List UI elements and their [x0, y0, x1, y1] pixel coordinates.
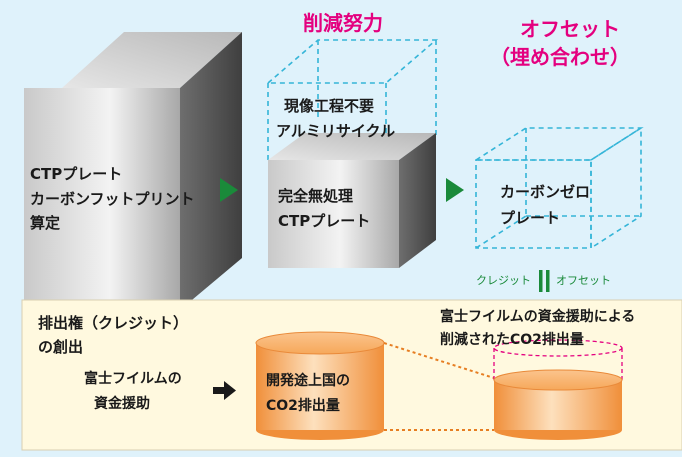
- offset-subheading: （埋め合わせ）: [490, 45, 630, 69]
- ctp-plate-label-2: CTPプレート: [278, 212, 371, 230]
- developing-country-label: 開発途上国の: [266, 373, 350, 389]
- equation-bar-right: [546, 270, 550, 292]
- reduction-solid-cube: [268, 133, 436, 268]
- connector-top-line: [383, 342, 495, 379]
- ctp-plate-cube: [24, 32, 242, 310]
- equation-bar-left: [539, 270, 543, 292]
- credit-creation-title-2: の創出: [38, 338, 84, 356]
- calculation-label: 算定: [30, 214, 61, 232]
- offset-heading: オフセット: [520, 17, 620, 41]
- reduced-by-funding-label: 富士フイルムの資金援助による: [440, 309, 636, 325]
- reduced-emissions-cylinder: [493, 339, 623, 440]
- carbon-footprint-label: カーボンフットプリント: [30, 190, 195, 208]
- aluminum-recycle-label: アルミリサイクル: [276, 122, 396, 140]
- no-development-label: 現像工程不要: [284, 97, 375, 115]
- funding-label-2: 資金援助: [94, 396, 150, 412]
- funding-label: 富士フイルムの: [84, 371, 182, 387]
- arrow-to-offset: [446, 178, 464, 202]
- reduction-effort-heading: 削減努力: [303, 11, 383, 35]
- carbon-zero-dashed-cube: [473, 126, 644, 250]
- offset-label: オフセット: [556, 274, 611, 287]
- plate-label: プレート: [500, 209, 561, 227]
- co2-emissions-label: CO2排出量: [266, 398, 340, 414]
- arrow-to-reduction: [220, 178, 238, 202]
- ctp-plate-label: CTPプレート: [30, 165, 123, 183]
- credit-creation-title: 排出権（クレジット）: [38, 314, 189, 332]
- credit-label: クレジット: [476, 274, 531, 287]
- processless-label: 完全無処理: [278, 187, 354, 205]
- reduced-co2-label: 削減されたCO2排出量: [440, 332, 584, 348]
- emissions-cylinder: [255, 331, 385, 440]
- funding-arrow: [213, 381, 236, 400]
- carbon-zero-label: カーボンゼロ: [500, 183, 591, 201]
